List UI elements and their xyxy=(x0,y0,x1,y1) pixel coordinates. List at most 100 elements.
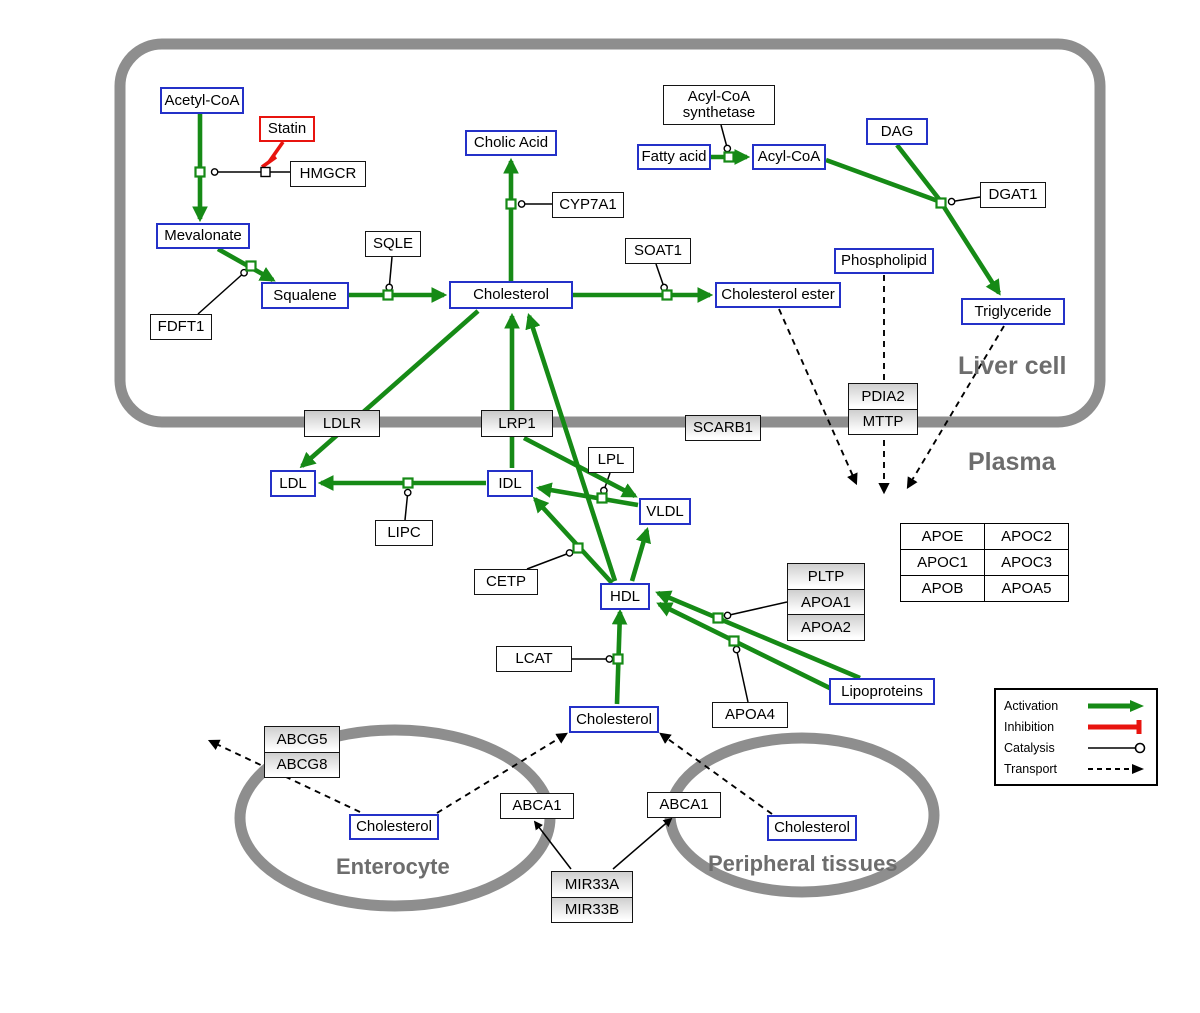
pltp-apoa1-apoa2-box: PLTP APOA1 APOA2 xyxy=(787,563,865,641)
reaction-node-hmgcr xyxy=(194,166,206,178)
catalysis-pltp-apoa1-apoa2 xyxy=(723,601,788,620)
reaction-node-fdft1 xyxy=(245,260,257,272)
node-statin[interactable]: Statin xyxy=(259,116,315,142)
node-triglyceride[interactable]: Triglyceride xyxy=(961,298,1065,325)
edge-acylcoa-dgat-node xyxy=(825,157,939,204)
enzyme-pdia2[interactable]: PDIA2 xyxy=(849,384,917,409)
transporter-abcg5[interactable]: ABCG5 xyxy=(265,727,339,752)
enzyme-cyp7a1[interactable]: CYP7A1 xyxy=(552,192,624,218)
node-cholic-acid[interactable]: Cholic Acid xyxy=(465,130,557,156)
enzyme-sqle[interactable]: SQLE xyxy=(365,231,421,257)
enzyme-apoa4[interactable]: APOA4 xyxy=(712,702,788,728)
legend-box: Activation Inhibition Catalysis Transpor… xyxy=(994,688,1158,786)
gene-mir33b[interactable]: MIR33B xyxy=(552,896,632,922)
node-cholesterol-liver[interactable]: Cholesterol xyxy=(449,281,573,309)
activation-arrow-icon xyxy=(1088,699,1144,712)
apo-cell-apoe[interactable]: APOE xyxy=(900,523,984,549)
node-cholesterol-enterocyte[interactable]: Cholesterol xyxy=(349,814,439,840)
edge-hdl-cholesterol-liver xyxy=(525,313,618,582)
enzyme-lipc[interactable]: LIPC xyxy=(375,520,433,546)
inhibition-target-node xyxy=(260,166,271,178)
transporter-abcg8[interactable]: ABCG8 xyxy=(265,751,339,777)
inhibition-statin-hmgcr xyxy=(260,140,285,178)
enterocyte-label: Enterocyte xyxy=(336,854,450,879)
liver-cell-label: Liver cell xyxy=(958,352,1067,380)
legend-catalysis: Catalysis xyxy=(1004,740,1148,756)
node-cholesterol-plasma[interactable]: Cholesterol xyxy=(569,706,659,733)
enzyme-acyl-coa-synthetase[interactable]: Acyl-CoA synthetase xyxy=(663,85,775,125)
receptor-ldlr[interactable]: LDLR xyxy=(304,410,380,437)
node-fatty-acid[interactable]: Fatty acid xyxy=(637,144,711,170)
enzyme-hmgcr[interactable]: HMGCR xyxy=(290,161,366,187)
node-acetyl-coa[interactable]: Acetyl-CoA xyxy=(160,87,244,114)
transport-enterocyte-cholesterol-plasma xyxy=(436,732,568,814)
transporter-abca1-peripheral[interactable]: ABCA1 xyxy=(647,792,721,818)
legend-activation-label: Activation xyxy=(1004,698,1059,713)
receptor-scarb1[interactable]: SCARB1 xyxy=(685,415,761,441)
apolipoprotein-table: APOE APOC2 APOC1 APOC3 APOB APOA5 xyxy=(900,523,1069,602)
node-hdl[interactable]: HDL xyxy=(600,583,650,610)
apo-cell-apoc3[interactable]: APOC3 xyxy=(984,549,1068,575)
reaction-node-apoa4 xyxy=(728,635,740,647)
node-dag[interactable]: DAG xyxy=(866,118,928,145)
inhibition-bar-icon xyxy=(1088,719,1142,734)
node-mevalonate[interactable]: Mevalonate xyxy=(156,223,250,249)
node-lipoproteins[interactable]: Lipoproteins xyxy=(829,678,935,705)
apo-cell-apob[interactable]: APOB xyxy=(900,575,984,601)
transporter-abca1-enterocyte[interactable]: ABCA1 xyxy=(500,793,574,819)
node-squalene[interactable]: Squalene xyxy=(261,282,349,309)
reaction-node-acyl-coa-synthetase xyxy=(723,151,735,163)
catalysis-cetp xyxy=(526,549,574,570)
edge-hdl-vldl xyxy=(629,526,651,582)
apo-cell-apoa5[interactable]: APOA5 xyxy=(984,575,1068,601)
enzyme-lpl[interactable]: LPL xyxy=(588,447,634,473)
node-cholesterol-peripheral[interactable]: Cholesterol xyxy=(767,815,857,841)
node-acyl-coa[interactable]: Acyl-CoA xyxy=(752,144,826,170)
liver-cell-compartment xyxy=(114,38,1106,428)
abcg5-abcg8-box: ABCG5 ABCG8 xyxy=(264,726,340,778)
enzyme-apoa1[interactable]: APOA1 xyxy=(788,588,864,615)
node-vldl[interactable]: VLDL xyxy=(639,498,691,525)
catalysis-acyl-coa-synthetase xyxy=(720,124,732,153)
reaction-node-lpl xyxy=(596,492,608,504)
enzyme-apoa2[interactable]: APOA2 xyxy=(788,614,864,641)
enzyme-cetp[interactable]: CETP xyxy=(474,569,538,595)
reaction-node-soat1 xyxy=(661,289,673,301)
enzyme-lcat[interactable]: LCAT xyxy=(496,646,572,672)
reaction-node-sqle xyxy=(382,289,394,301)
pdia2-mttp-box: PDIA2 MTTP xyxy=(848,383,918,435)
catalysis-dgat1 xyxy=(947,196,981,206)
enzyme-mttp[interactable]: MTTP xyxy=(849,408,917,434)
reaction-node-cyp7a1 xyxy=(505,198,517,210)
enzyme-pltp[interactable]: PLTP xyxy=(788,564,864,589)
edge-mir33-abca1-enterocyte xyxy=(533,820,572,870)
catalysis-sqle xyxy=(385,256,394,292)
node-cholesterol-ester[interactable]: Cholesterol ester xyxy=(715,282,841,308)
receptor-lrp1[interactable]: LRP1 xyxy=(481,410,553,437)
catalysis-fdft1 xyxy=(197,268,248,315)
gene-mir33a[interactable]: MIR33A xyxy=(552,872,632,897)
enzyme-fdft1[interactable]: FDFT1 xyxy=(150,314,212,340)
catalysis-circle-icon xyxy=(1088,742,1146,753)
legend-inhibition: Inhibition xyxy=(1004,719,1148,735)
node-ldl[interactable]: LDL xyxy=(270,470,316,497)
enzyme-soat1[interactable]: SOAT1 xyxy=(625,238,691,264)
edge-vldl-idl xyxy=(535,482,639,508)
apo-cell-apoc2[interactable]: APOC2 xyxy=(984,523,1068,549)
reaction-node-dgat1 xyxy=(935,197,947,209)
node-phospholipid[interactable]: Phospholipid xyxy=(834,248,934,274)
edge-cholesterol-ldlr-ldl xyxy=(299,309,480,469)
catalysis-lipc xyxy=(403,488,412,521)
apo-cell-apoc1[interactable]: APOC1 xyxy=(900,549,984,575)
edge-lipoproteins-hdl-lower xyxy=(656,601,848,699)
edge-lipoproteins-hdl-upper xyxy=(655,590,861,681)
legend-inhibition-label: Inhibition xyxy=(1004,719,1055,734)
enzyme-dgat1[interactable]: DGAT1 xyxy=(980,182,1046,208)
peripheral-tissues-label: Peripheral tissues xyxy=(708,851,898,876)
legend-transport: Transport xyxy=(1004,761,1148,777)
catalysis-apoa4 xyxy=(732,645,749,703)
edge-lrp1-vldl xyxy=(522,435,638,499)
node-idl[interactable]: IDL xyxy=(487,470,533,497)
